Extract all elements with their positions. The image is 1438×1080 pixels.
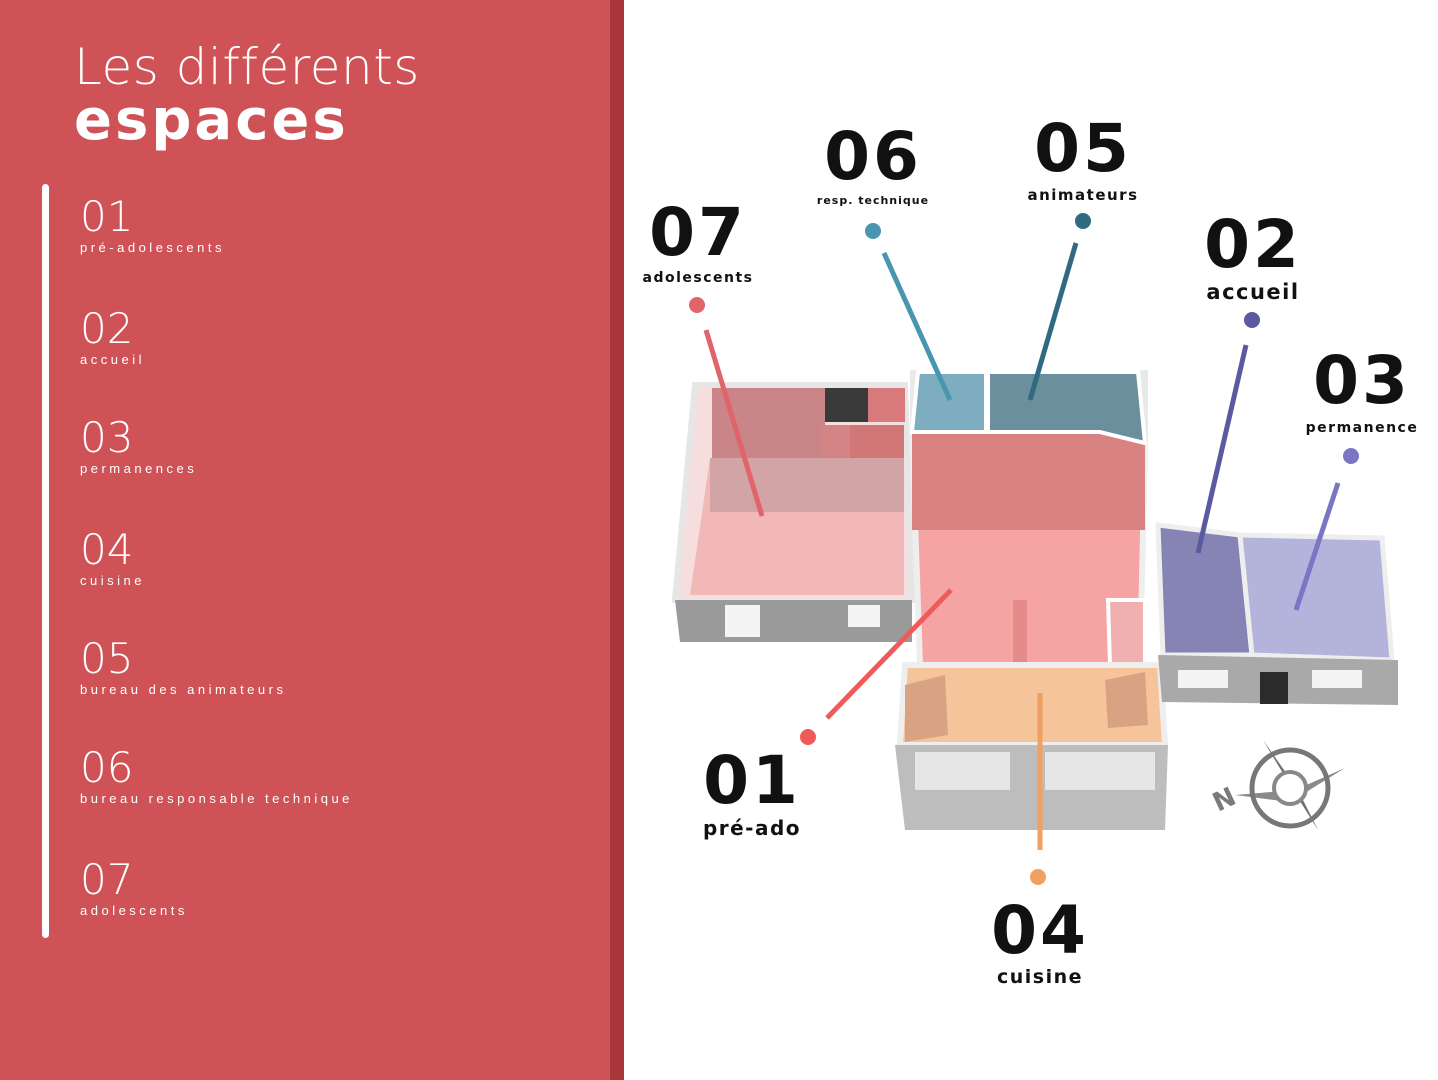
callout-04: 04 cuisine (976, 892, 1104, 989)
callout-label: pré-ado (702, 816, 802, 840)
page-title-line2: espaces (74, 88, 349, 153)
marker-dot-07 (689, 297, 705, 313)
callout-number: 02 (1204, 206, 1302, 283)
legend-item-06: 06 bureau responsable technique (80, 745, 540, 807)
leader-line-02 (1195, 344, 1249, 554)
marker-dot-05 (1075, 213, 1091, 229)
floor-plan-area: N 07 adolescents 06 resp. technique 05 a… (624, 0, 1438, 1080)
callout-number: 01 (703, 742, 801, 819)
callout-01: 01 pré-ado (688, 742, 816, 841)
marker-dot-06 (865, 223, 881, 239)
floor-plan-illustration: N (671, 213, 1398, 885)
legend-number: 03 (80, 413, 134, 462)
legend-number: 06 (80, 743, 134, 792)
room-adolescents (671, 382, 916, 642)
legend-label: cuisine (80, 573, 145, 588)
legend-item-01: 01 pré-adolescents (80, 194, 540, 256)
sidebar-edge (610, 0, 624, 1080)
room-animateurs (986, 370, 1148, 446)
room-accueil (1155, 522, 1255, 658)
legend-item-05: 05 bureau des animateurs (80, 636, 540, 698)
callout-number: 06 (824, 118, 922, 195)
callout-label: resp. technique (816, 194, 930, 207)
callout-label: cuisine (996, 966, 1084, 988)
callout-number: 04 (991, 892, 1089, 969)
legend-item-02: 02 accueil (80, 306, 540, 368)
marker-dot-02 (1244, 312, 1260, 328)
legend-label: permanences (80, 461, 198, 476)
legend-number: 05 (80, 634, 134, 683)
legend-label: bureau des animateurs (80, 682, 287, 697)
legend-item-03: 03 permanences (80, 415, 540, 477)
legend-label: pré-adolescents (80, 240, 225, 255)
compass-icon: N (1208, 740, 1345, 830)
leader-line-07 (703, 329, 765, 517)
callout-03: 03 permanence (1296, 342, 1428, 437)
sidebar-panel: Les différents espaces 01 pré-adolescent… (0, 0, 610, 1080)
legend-number: 07 (80, 855, 134, 904)
callout-05: 05 animateurs (1018, 110, 1148, 205)
leader-line-05 (1027, 242, 1079, 401)
page-title-line1: Les différents (74, 38, 420, 96)
callout-label: accueil (1206, 280, 1300, 304)
callout-07: 07 adolescents (636, 194, 760, 287)
leader-line-03 (1293, 482, 1341, 611)
legend-number: 01 (80, 192, 134, 241)
marker-dot-01 (800, 729, 816, 745)
room-resp-technique (909, 370, 988, 434)
legend-label: bureau responsable technique (80, 791, 353, 806)
callout-label: animateurs (1027, 186, 1139, 204)
callout-label: permanence (1305, 420, 1419, 436)
legend-label: adolescents (80, 903, 188, 918)
callout-label: adolescents (642, 270, 754, 286)
callout-number: 07 (649, 194, 747, 271)
callout-02: 02 accueil (1190, 206, 1316, 305)
callout-06: 06 resp. technique (808, 118, 938, 208)
leader-line-06 (881, 251, 953, 402)
compass-north-letter: N (1208, 782, 1240, 818)
marker-dot-04 (1030, 869, 1046, 885)
marker-dot-03 (1343, 448, 1359, 464)
legend-number: 02 (80, 304, 134, 353)
legend-item-07: 07 adolescents (80, 857, 540, 919)
room-permanence (1158, 532, 1398, 705)
callout-number: 03 (1313, 342, 1411, 419)
legend-label: accueil (80, 352, 145, 367)
leader-line-01 (825, 588, 953, 720)
callout-number: 05 (1034, 110, 1132, 187)
legend-number: 04 (80, 525, 134, 574)
room-cuisine (895, 662, 1169, 830)
legend-divider (42, 184, 49, 938)
legend-item-04: 04 cuisine (80, 527, 540, 589)
